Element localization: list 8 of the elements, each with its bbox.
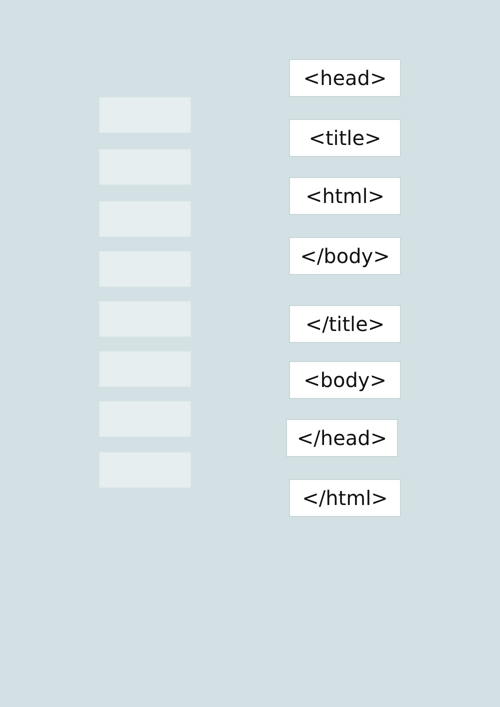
word-card: </body>	[289, 237, 401, 275]
word-card: </head>	[286, 419, 398, 457]
word-card: <head>	[289, 59, 401, 97]
word-card: </title>	[289, 305, 401, 343]
word-card: </html>	[289, 479, 401, 517]
word-card: <title>	[289, 119, 401, 157]
word-card: <html>	[289, 177, 401, 215]
word-card: <body>	[289, 361, 401, 399]
